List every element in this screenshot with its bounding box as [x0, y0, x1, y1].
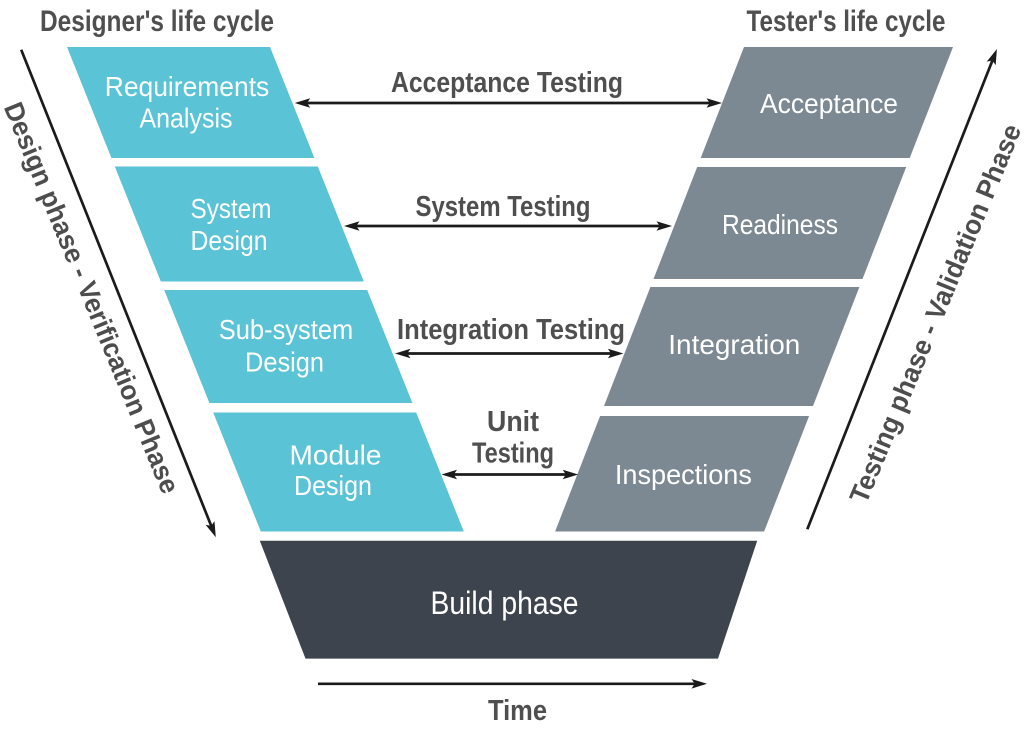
svg-text:Unit: Unit: [487, 406, 539, 438]
svg-text:Readiness: Readiness: [722, 209, 838, 240]
svg-text:Integration Testing: Integration Testing: [397, 314, 625, 346]
svg-text:Analysis: Analysis: [140, 102, 233, 133]
svg-text:System Testing: System Testing: [416, 191, 591, 223]
svg-text:Designer's life cycle: Designer's life cycle: [40, 5, 274, 38]
svg-text:System: System: [191, 193, 272, 224]
svg-text:Design: Design: [191, 225, 268, 256]
svg-text:Design: Design: [245, 346, 324, 377]
svg-text:Time: Time: [488, 695, 547, 727]
svg-text:Module: Module: [290, 439, 382, 470]
svg-text:Integration: Integration: [668, 329, 800, 360]
svg-text:Acceptance Testing: Acceptance Testing: [391, 67, 623, 99]
svg-text:Testing: Testing: [472, 437, 554, 469]
svg-text:Inspections: Inspections: [615, 459, 752, 490]
svg-text:Acceptance: Acceptance: [760, 88, 898, 119]
svg-text:Build phase: Build phase: [431, 585, 579, 621]
svg-text:Requirements: Requirements: [105, 71, 270, 102]
svg-text:Design: Design: [294, 470, 372, 501]
svg-text:Tester's life cycle: Tester's life cycle: [747, 5, 946, 38]
svg-text:Sub-system: Sub-system: [219, 314, 353, 345]
